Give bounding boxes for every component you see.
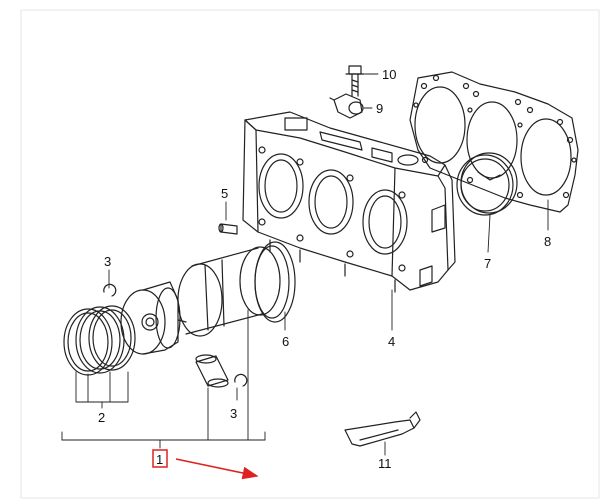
dowel-pin	[218, 223, 238, 235]
cylinder-block	[242, 111, 456, 293]
callout-5: 5	[221, 186, 228, 201]
bolt	[345, 65, 365, 97]
piston-pin	[195, 354, 229, 388]
callout-3-upper: 3	[104, 254, 111, 269]
knock-sensor	[329, 93, 364, 119]
callout-4: 4	[388, 334, 395, 349]
callout-3-lower: 3	[230, 406, 237, 421]
cylinder-liner	[177, 246, 281, 337]
callout-8: 8	[544, 234, 551, 249]
leader-lines	[61, 73, 549, 456]
sealant-tube	[344, 411, 421, 447]
page-border	[20, 9, 600, 499]
circlip-lower	[234, 373, 248, 387]
callout-10: 10	[382, 67, 396, 82]
callout-6: 6	[282, 334, 289, 349]
callout-9: 9	[376, 101, 383, 116]
circlip-upper	[103, 283, 117, 297]
callout-1: 1	[156, 452, 163, 467]
sealing-rings	[456, 152, 518, 216]
o-ring	[254, 241, 296, 323]
callout-2: 2	[98, 410, 105, 425]
piston-rings	[63, 305, 136, 376]
callout-11: 11	[378, 456, 392, 471]
piston	[120, 281, 187, 355]
frame-left-band	[0, 0, 21, 499]
cylinder-head-gasket	[409, 71, 579, 213]
callout-7: 7	[484, 256, 491, 271]
callout-1-highlight-box	[152, 449, 168, 468]
highlight-arrow	[175, 458, 259, 480]
frame-top-band	[0, 0, 600, 10]
